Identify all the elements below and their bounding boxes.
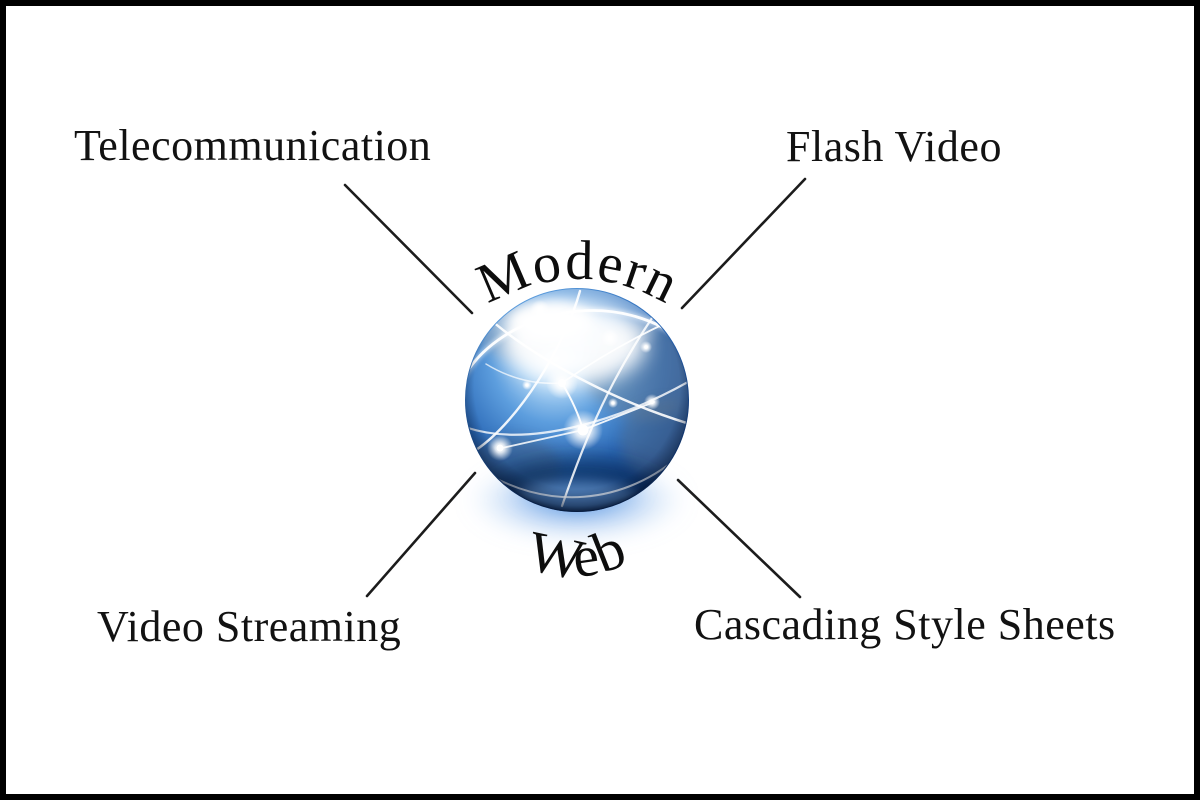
center-bottom-label-text: Web [523, 514, 634, 593]
node-label-telecommunication: Telecommunication [74, 121, 432, 170]
connector-bottom-left [365, 471, 477, 598]
connector-top-left [343, 183, 474, 315]
node-label-video-streaming: Video Streaming [97, 602, 402, 651]
connector-lines [343, 177, 807, 599]
connector-bottom-right [676, 478, 802, 599]
connector-top-right [680, 177, 807, 310]
center-bottom-label: Web [523, 514, 635, 593]
node-label-cascading-style-sheets: Cascading Style Sheets [694, 600, 1116, 649]
node-label-flash-video: Flash Video [786, 122, 1002, 171]
